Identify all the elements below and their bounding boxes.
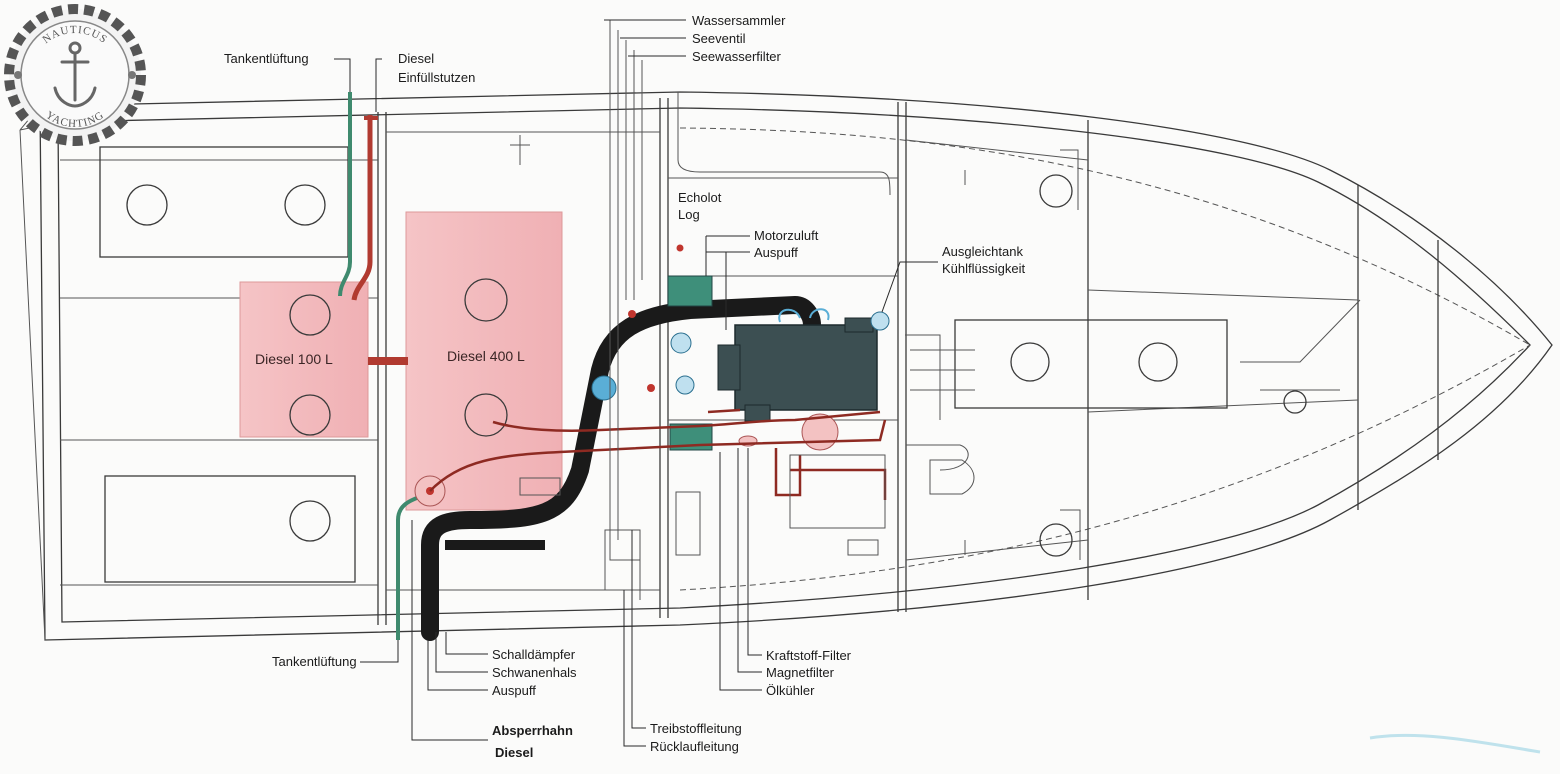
pipe-details xyxy=(510,20,975,600)
engine-block xyxy=(717,308,878,422)
label-ausgleichtank: Ausgleichtank xyxy=(942,244,1023,259)
label-kuehlfluessigkeit: Kühlflüssigkeit xyxy=(942,261,1025,276)
label-treibstoffleitung: Treibstoffleitung xyxy=(650,721,742,736)
label-tankentlueftung-top: Tankentlüftung xyxy=(224,51,309,66)
tank-large-label: Diesel 400 L xyxy=(447,348,525,364)
watermark-swoosh xyxy=(1369,733,1541,754)
leader-lines xyxy=(334,19,938,747)
label-echolot: Echolot xyxy=(678,190,722,205)
valve-dot xyxy=(647,384,655,392)
label-tankentlueftung-bottom: Tankentlüftung xyxy=(272,654,357,669)
label-einfuellstutzen: Einfüllstutzen xyxy=(398,70,475,85)
label-oelkuehler: Ölkühler xyxy=(766,683,815,698)
label-auspuff-bottom: Auspuff xyxy=(492,683,536,698)
ship-wheel-icon xyxy=(14,71,22,79)
label-seewasserfilter: Seewasserfilter xyxy=(692,49,782,64)
motor-air-box xyxy=(667,275,713,307)
label-schalldaempfer: Schalldämpfer xyxy=(492,647,576,662)
label-absperrhahn: Absperrhahn xyxy=(492,723,573,738)
diesel-tank-400: Diesel 400 L xyxy=(405,211,563,511)
label-wassersammler: Wassersammler xyxy=(692,13,786,28)
echo-sounder-icon xyxy=(676,244,684,252)
anchor-icon xyxy=(53,41,97,108)
label-log: Log xyxy=(678,207,700,222)
label-ruecklaufleitung: Rücklaufleitung xyxy=(650,739,739,754)
label-seeventil: Seeventil xyxy=(692,31,746,46)
expansion-tank-icon xyxy=(870,311,890,331)
shaft-box xyxy=(906,149,1361,560)
label-schwanenhals: Schwanenhals xyxy=(492,665,577,680)
label-magnetfilter: Magnetfilter xyxy=(766,665,835,680)
seawater-valve-icon xyxy=(675,375,695,395)
ship-wheel-icon xyxy=(128,71,136,79)
diesel-tank-100: Diesel 100 L xyxy=(239,281,369,438)
label-kraftstofffilter: Kraftstoff-Filter xyxy=(766,648,852,663)
valve-dot xyxy=(628,310,636,318)
nauticus-logo: NAUTICUS YACHTING xyxy=(4,4,146,146)
label-auspuff-mid: Auspuff xyxy=(754,245,798,260)
label-motorzuluft: Motorzuluft xyxy=(754,228,819,243)
seawater-filter-icon xyxy=(670,332,692,354)
tank-small-label: Diesel 100 L xyxy=(255,351,333,367)
label-absperrhahn-diesel: Diesel xyxy=(495,745,533,760)
tank-crossover-pipe xyxy=(368,357,408,365)
label-diesel: Diesel xyxy=(398,51,434,66)
